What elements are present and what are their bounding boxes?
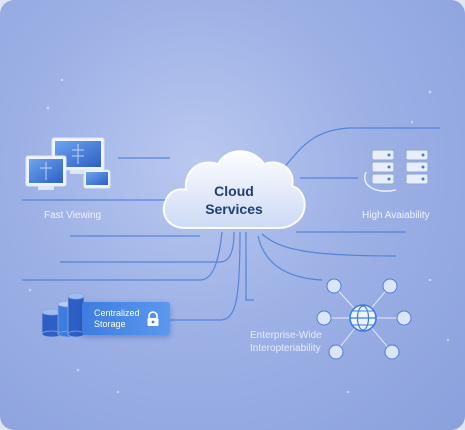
network-hub	[316, 278, 412, 360]
monitor-icon	[25, 137, 111, 190]
database-icon	[41, 292, 85, 338]
centralized-storage-box: Centralized Storage	[82, 302, 170, 335]
cloud-icon	[162, 150, 306, 229]
server-icon	[364, 149, 429, 192]
high-availability-label: High Avaiability	[362, 210, 430, 221]
enterprise-label-line1: Enterprise-Wide	[250, 330, 322, 341]
lock-icon	[147, 311, 159, 326]
connector-lines	[22, 127, 440, 321]
cloud-label-line2: Services	[205, 201, 263, 217]
background-dots	[28, 78, 450, 394]
enterprise-interoperability-label: Enterprise-Wide Interopteriability	[250, 329, 322, 355]
storage-label-line2: Storage	[94, 319, 126, 329]
cloud-label-line1: Cloud	[214, 183, 254, 199]
storage-label-line1: Centralized	[94, 308, 140, 318]
centralized-storage-label: Centralized Storage	[94, 308, 140, 330]
cloud-services-label: Cloud Services	[182, 182, 286, 218]
enterprise-label-line2: Interopteriability	[250, 343, 321, 354]
fast-viewing-label: Fast Viewing	[44, 210, 102, 221]
globe-icon	[349, 304, 377, 332]
